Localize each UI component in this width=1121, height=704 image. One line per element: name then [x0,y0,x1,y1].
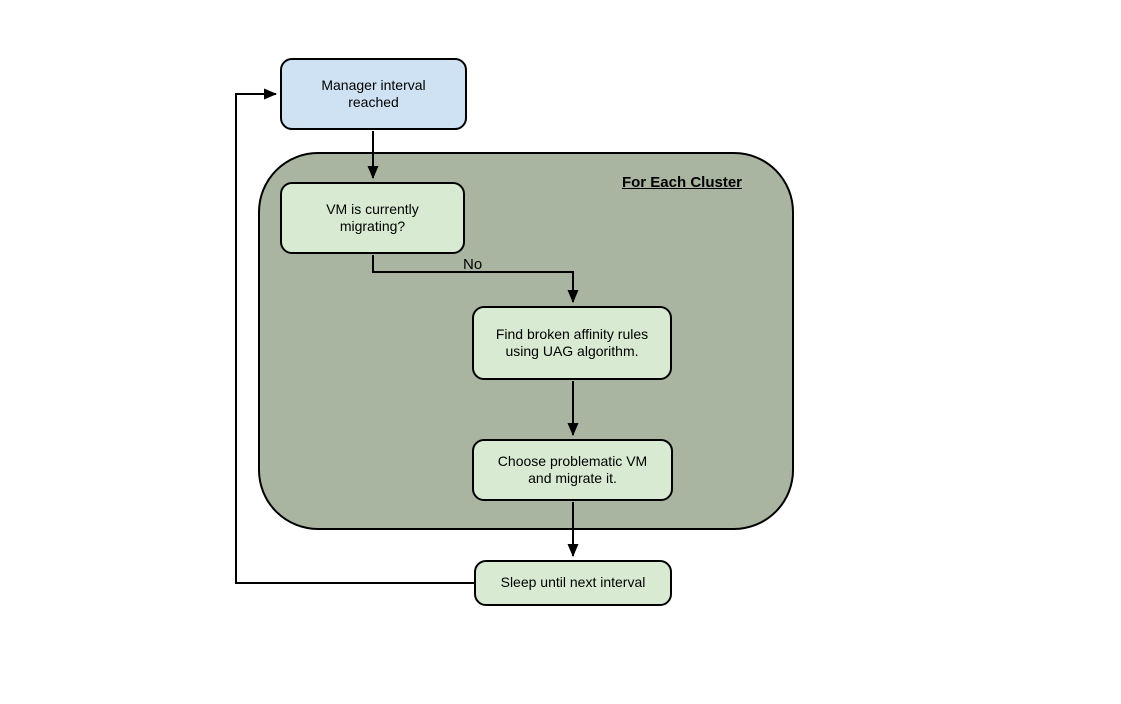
node-find-broken-rules: Find broken affinity rules using UAG alg… [472,306,672,380]
container-title: For Each Cluster [621,174,742,191]
node-manager-interval-label: Manager interval reached [321,76,426,111]
node-choose-vm-label: Choose problematic VM and migrate it. [497,452,648,487]
node-manager-interval: Manager interval reached [280,58,467,130]
node-find-broken-rules-label: Find broken affinity rules using UAG alg… [495,325,649,360]
edge-label-no: No [463,256,483,273]
node-sleep-interval: Sleep until next interval [474,560,672,606]
node-choose-vm: Choose problematic VM and migrate it. [472,439,673,501]
node-vm-migrating: VM is currently migrating? [280,182,465,254]
node-sleep-interval-label: Sleep until next interval [500,574,646,591]
node-vm-migrating-label: VM is currently migrating? [326,200,419,235]
